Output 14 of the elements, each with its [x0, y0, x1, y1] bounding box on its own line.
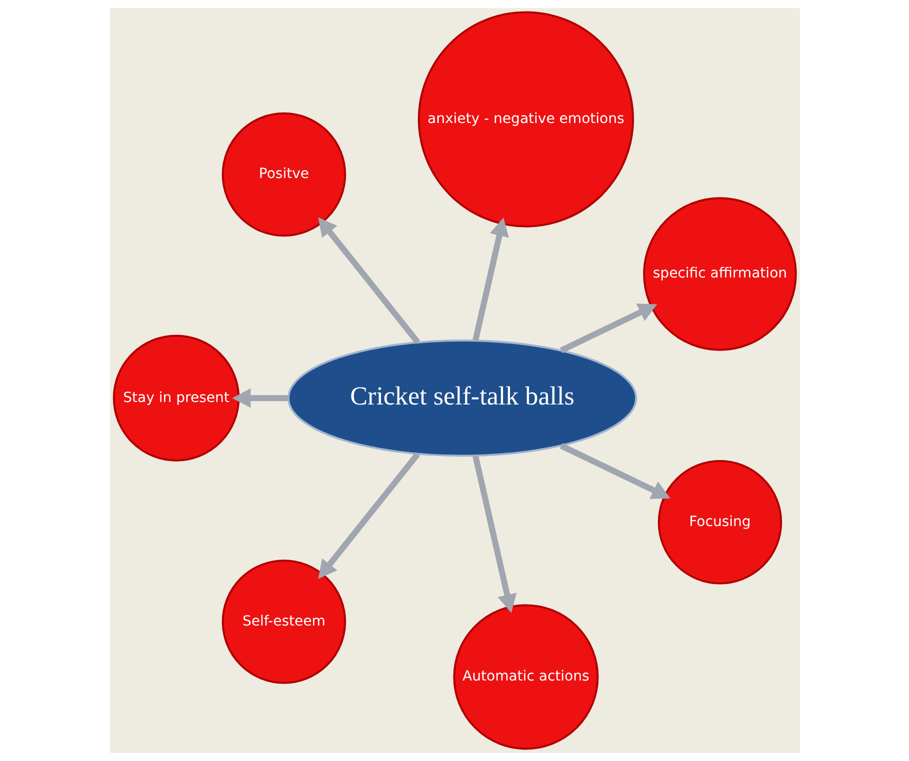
node-ellipse: Cricket self-talk balls [286, 339, 637, 457]
arrow [472, 455, 516, 613]
node-circle: Self-esteem [221, 560, 346, 684]
node-circle: Automatic actions [452, 604, 598, 750]
node-circle: specific affirmation [642, 197, 796, 351]
arrow [318, 452, 420, 579]
arrow [232, 388, 288, 408]
node-circle: Focusing [657, 460, 782, 584]
arrow [559, 304, 657, 354]
arrow [559, 443, 670, 500]
arrow [472, 217, 508, 341]
node-circle: anxiety - negative emotions [417, 11, 634, 228]
node-circle: Stay in present [112, 334, 240, 462]
arrow [318, 217, 420, 344]
